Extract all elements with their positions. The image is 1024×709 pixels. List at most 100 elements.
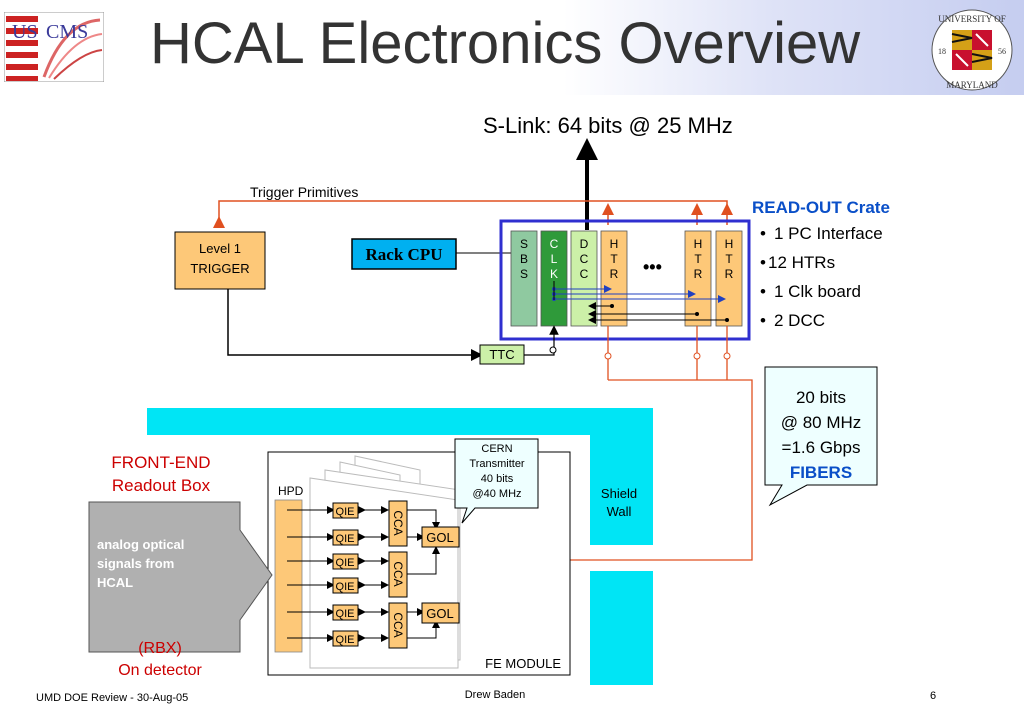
fe-module-label: FE MODULE bbox=[485, 656, 561, 671]
svg-text:S: S bbox=[520, 237, 528, 251]
svg-text:QIE: QIE bbox=[336, 581, 355, 593]
svg-text:C: C bbox=[580, 252, 589, 266]
svg-text:S: S bbox=[520, 267, 528, 281]
trigger-primitives-line bbox=[218, 200, 728, 228]
svg-text:18: 18 bbox=[938, 47, 946, 56]
rack-cpu-label: Rack CPU bbox=[366, 245, 443, 264]
svg-text:US: US bbox=[12, 21, 38, 43]
level1-line1: Level 1 bbox=[199, 241, 241, 256]
svg-text:T: T bbox=[694, 252, 702, 266]
svg-text:@40 MHz: @40 MHz bbox=[472, 488, 521, 500]
svg-text:QIE: QIE bbox=[336, 557, 355, 569]
svg-text:HCAL: HCAL bbox=[97, 575, 133, 590]
svg-text:Wall: Wall bbox=[607, 504, 632, 519]
svg-text:H: H bbox=[694, 237, 703, 251]
svg-text:QIE: QIE bbox=[336, 634, 355, 646]
svg-text:T: T bbox=[610, 252, 618, 266]
slide-title: HCAL Electronics Overview bbox=[150, 11, 861, 76]
frontend-line1: FRONT-END bbox=[111, 453, 210, 472]
fibers-callout: 20 bits @ 80 MHz =1.6 Gbps FIBERS bbox=[764, 366, 878, 507]
svg-text:CCA: CCA bbox=[391, 510, 405, 535]
svg-text:2 DCC: 2 DCC bbox=[774, 311, 825, 330]
ttc-label: TTC bbox=[489, 347, 514, 362]
analog-signal-arrow: analog optical signals from HCAL bbox=[88, 501, 273, 653]
svg-text:•: • bbox=[760, 224, 766, 243]
trigger-arrowhead bbox=[213, 216, 225, 228]
svg-text:UNIVERSITY OF: UNIVERSITY OF bbox=[938, 14, 1005, 24]
svg-text:•: • bbox=[760, 311, 766, 330]
svg-text:1 PC Interface: 1 PC Interface bbox=[774, 224, 883, 243]
title-band bbox=[0, 0, 1024, 95]
svg-text:signals from: signals from bbox=[97, 556, 174, 571]
crate-title: READ-OUT Crate bbox=[752, 198, 890, 217]
svg-text:Shield: Shield bbox=[601, 486, 637, 501]
svg-text:D: D bbox=[580, 237, 589, 251]
clock-lines bbox=[554, 285, 726, 303]
svg-text:QIE: QIE bbox=[336, 506, 355, 518]
rbx-line1: (RBX) bbox=[138, 640, 182, 657]
svg-text:H: H bbox=[610, 237, 619, 251]
svg-text:T: T bbox=[725, 252, 733, 266]
svg-text:GOL: GOL bbox=[426, 530, 453, 545]
svg-text:C: C bbox=[550, 237, 559, 251]
trigger-primitives-label: Trigger Primitives bbox=[250, 184, 358, 200]
htr-card-3: H T R bbox=[715, 230, 743, 327]
htr-card-1: H T R bbox=[600, 230, 628, 327]
ttc-box: TTC bbox=[479, 344, 525, 365]
svg-text:40 bits: 40 bits bbox=[481, 473, 514, 485]
svg-text:CCA: CCA bbox=[391, 612, 405, 637]
svg-text:@ 80 MHz: @ 80 MHz bbox=[781, 413, 862, 432]
hpd-box bbox=[274, 499, 303, 653]
svg-text:C: C bbox=[580, 267, 589, 281]
svg-text:H: H bbox=[725, 237, 734, 251]
svg-text:K: K bbox=[550, 267, 558, 281]
svg-text:=1.6 Gbps: =1.6 Gbps bbox=[782, 438, 861, 457]
svg-text:12 HTRs: 12 HTRs bbox=[768, 253, 835, 272]
svg-text:GOL: GOL bbox=[426, 606, 453, 621]
svg-text:1 Clk board: 1 Clk board bbox=[774, 282, 861, 301]
footer-center: Drew Baden bbox=[465, 689, 526, 701]
gol-boxes: GOL GOL bbox=[421, 526, 460, 624]
readout-crate-frame bbox=[499, 219, 751, 341]
svg-text:20 bits: 20 bits bbox=[796, 388, 846, 407]
slink-arrowhead bbox=[576, 138, 598, 160]
hpd-label: HPD bbox=[278, 484, 304, 498]
footer-right: 6 bbox=[930, 690, 936, 702]
rack-cpu-box: Rack CPU bbox=[351, 238, 457, 270]
qie-cca-arrows bbox=[358, 506, 389, 642]
hpd-qie-arrows bbox=[287, 506, 335, 642]
svg-text:R: R bbox=[610, 267, 619, 281]
sbs-card: S B S bbox=[510, 230, 538, 327]
svg-text:R: R bbox=[694, 267, 703, 281]
frontend-line2: Readout Box bbox=[112, 476, 211, 495]
svg-text:B: B bbox=[520, 252, 528, 266]
svg-text:56: 56 bbox=[998, 47, 1006, 56]
htr-card-2: H T R bbox=[684, 230, 712, 327]
level1-trigger-box: Level 1 TRIGGER bbox=[174, 231, 266, 290]
slink-label: S-Link: 64 bits @ 25 MHz bbox=[483, 113, 733, 138]
svg-text:CERN: CERN bbox=[481, 443, 512, 455]
crate-bullets: •1 PC Interface •12 HTRs •1 Clk board •2… bbox=[760, 224, 883, 330]
svg-text:QIE: QIE bbox=[336, 608, 355, 620]
qie-boxes: QIE QIE QIE QIE QIE QIE bbox=[332, 502, 359, 647]
clk-card: C L K bbox=[540, 230, 568, 327]
umd-seal-logo: UNIVERSITY OF MARYLAND 18 56 bbox=[931, 9, 1013, 91]
svg-text:QIE: QIE bbox=[336, 533, 355, 545]
uscms-logo: US CMS bbox=[4, 12, 104, 82]
svg-text:FIBERS: FIBERS bbox=[790, 463, 852, 482]
svg-text:CCA: CCA bbox=[391, 561, 405, 586]
crate-ellipsis: ••• bbox=[643, 257, 662, 277]
svg-text:•: • bbox=[760, 253, 766, 272]
cca-gol-arrows bbox=[407, 509, 440, 639]
svg-text:R: R bbox=[725, 267, 734, 281]
svg-text:Transmitter: Transmitter bbox=[469, 458, 525, 470]
cca-boxes: CCA CCA CCA bbox=[388, 500, 408, 649]
shield-wall bbox=[147, 408, 653, 685]
svg-text:•: • bbox=[760, 282, 766, 301]
rbx-line2: On detector bbox=[118, 662, 202, 679]
svg-text:CMS: CMS bbox=[46, 21, 88, 43]
svg-text:L: L bbox=[551, 252, 558, 266]
footer-left: UMD DOE Review - 30-Aug-05 bbox=[36, 692, 188, 704]
data-lines bbox=[553, 281, 727, 324]
